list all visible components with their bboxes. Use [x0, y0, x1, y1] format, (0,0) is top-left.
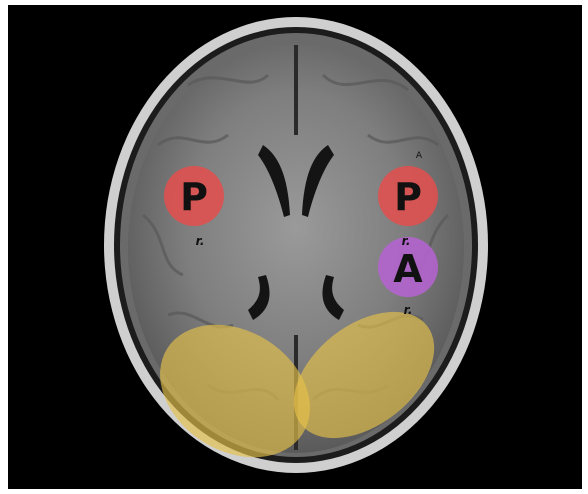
label-small-left: r.	[196, 234, 205, 248]
label-small-right-1: r.	[402, 234, 411, 248]
label-small-right-2: r.	[404, 303, 413, 317]
label-right-a: A	[393, 247, 423, 291]
label-right-p: P	[394, 175, 422, 219]
label-tiny-top-right: A	[416, 151, 423, 161]
brain-mri-scan: P P A r. r. r. A	[8, 5, 582, 489]
label-left-p: P	[180, 175, 208, 219]
